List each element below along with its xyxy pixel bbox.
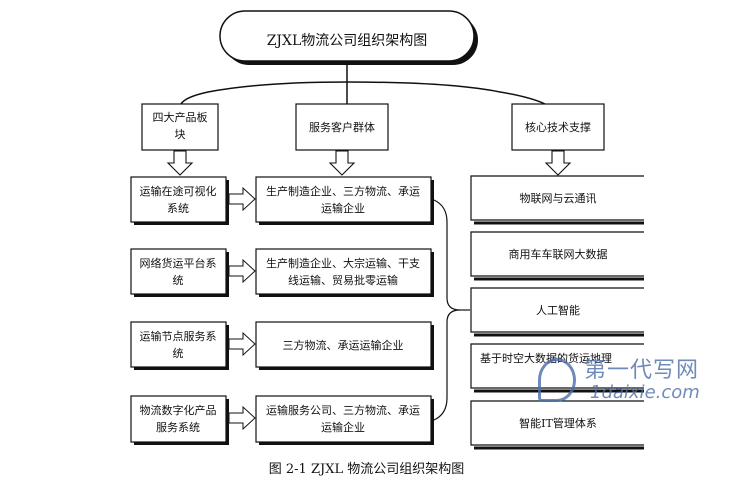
product-1-line-1: 运输在途可视化 — [140, 184, 217, 198]
tech-3-label: 人工智能 — [536, 303, 580, 317]
category-tech-node: 核心技术支撑 — [511, 103, 605, 151]
tech-2-label: 商用车车联网大数据 — [509, 247, 608, 261]
customer-box-1: 生产制造企业、三方物流、承运 运输企业 — [255, 176, 434, 225]
watermark-logo: 第一代写网 1daixie.com — [538, 352, 728, 408]
down-arrow-tech — [544, 150, 572, 176]
customer-2-line-2: 线运输、贸易批零运输 — [288, 273, 398, 287]
category-product-line-2: 块 — [175, 128, 186, 141]
customer-box-4: 运输服务公司、三方物流、承运 运输企业 — [255, 395, 434, 445]
down-arrow-customer — [328, 150, 356, 176]
product-box-2: 网络货运平台系 统 — [130, 248, 229, 297]
product-1-line-2: 系统 — [167, 202, 189, 215]
product-2-line-2: 统 — [173, 274, 184, 287]
product-4-line-2: 服务系统 — [156, 421, 200, 434]
tech-box-3: 人工智能 — [470, 287, 644, 337]
tech-1-label: 物联网与云通讯 — [520, 191, 597, 205]
category-product-node: 四大产品板 块 — [141, 103, 219, 151]
category-customer-label: 服务客户群体 — [309, 120, 375, 134]
tech-4-label: 基于时空大数据的货运地理 — [480, 351, 612, 365]
title-connectors — [180, 61, 546, 105]
product-box-3: 运输节点服务系 统 — [130, 321, 229, 370]
product-3-line-1: 运输节点服务系 — [140, 329, 217, 343]
watermark-cn-text: 第一代写网 — [584, 358, 700, 383]
product-2-line-1: 网络货运平台系 — [140, 256, 217, 270]
tech-box-2: 商用车车联网大数据 — [470, 231, 644, 281]
customer-4-line-1: 运输服务公司、三方物流、承运 — [266, 403, 420, 417]
watermark-en-text: 1daixie.com — [590, 382, 700, 403]
product-3-line-2: 统 — [173, 347, 184, 360]
watermark-swirl-icon — [538, 358, 576, 402]
category-product-line-1: 四大产品板 — [153, 110, 208, 124]
down-arrow-product — [166, 150, 194, 176]
customer-box-3: 三方物流、承运运输企业 — [255, 321, 434, 370]
title-text: ZJXL物流公司组织架构图 — [267, 33, 428, 49]
category-tech-label: 核心技术支撑 — [525, 120, 591, 134]
tech-5-label: 智能IT管理体系 — [519, 416, 597, 430]
right-arrows — [228, 186, 256, 431]
customer-3-line-1: 三方物流、承运运输企业 — [283, 338, 404, 352]
figure-caption: 图 2-1 ZJXL 物流公司组织架构图 — [268, 462, 465, 477]
brace-connector — [433, 199, 470, 421]
tech-box-5: 智能IT管理体系 — [470, 400, 644, 450]
tech-box-1: 物联网与云通讯 — [470, 175, 644, 225]
category-customer-node: 服务客户群体 — [295, 103, 389, 151]
customer-2-line-1: 生产制造企业、大宗运输、干支 — [266, 256, 420, 270]
product-box-4: 物流数字化产品 服务系统 — [130, 395, 229, 445]
title-node: ZJXL物流公司组织架构图 — [219, 10, 478, 65]
product-box-1: 运输在途可视化 系统 — [130, 176, 229, 225]
customer-1-line-2: 运输企业 — [321, 201, 365, 215]
customer-4-line-2: 运输企业 — [321, 420, 365, 434]
product-4-line-1: 物流数字化产品 — [140, 403, 217, 417]
customer-1-line-1: 生产制造企业、三方物流、承运 — [266, 184, 420, 198]
customer-box-2: 生产制造企业、大宗运输、干支 线运输、贸易批零运输 — [255, 248, 434, 297]
